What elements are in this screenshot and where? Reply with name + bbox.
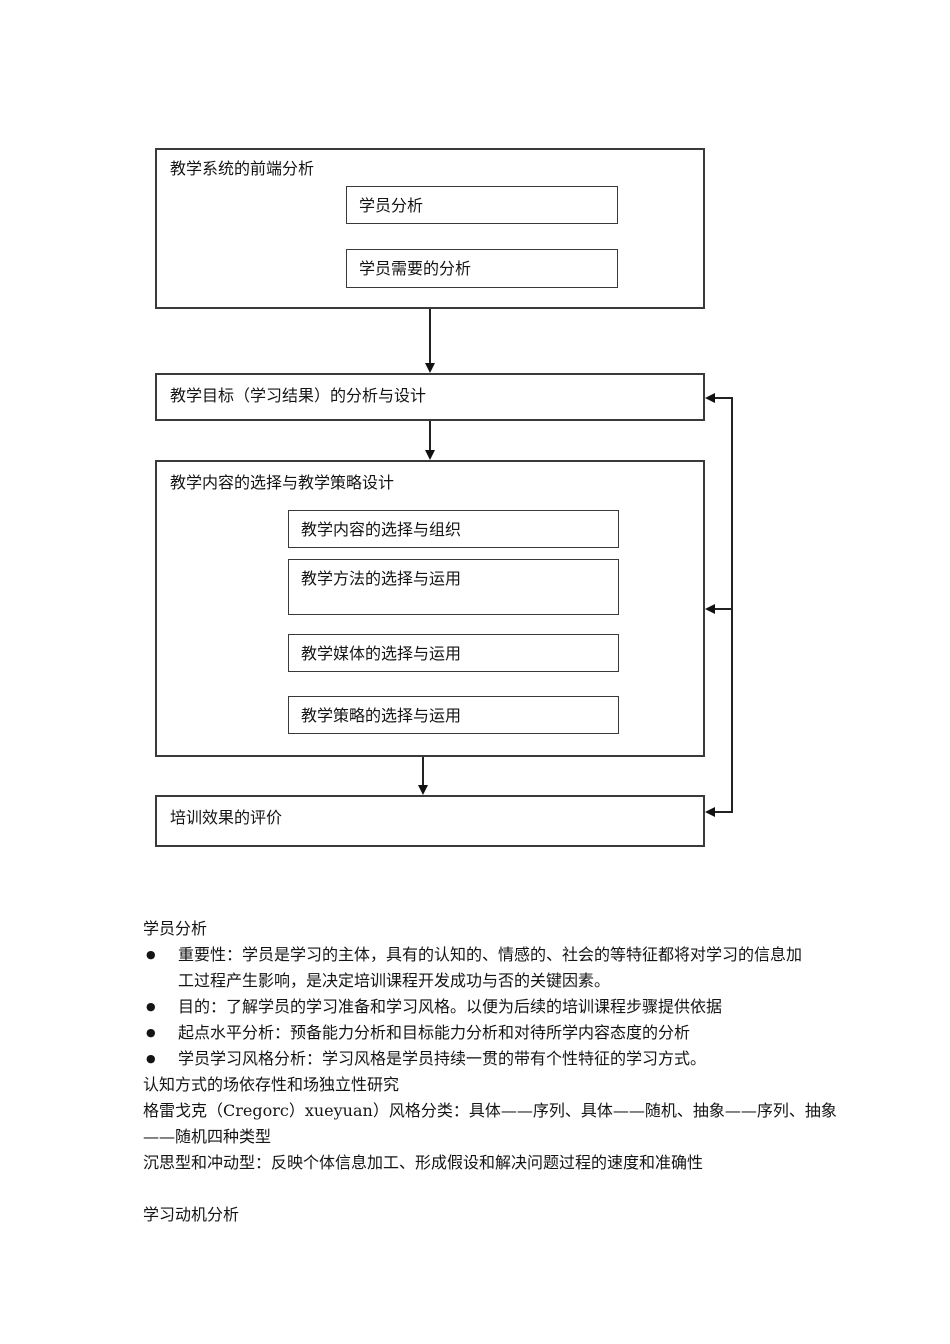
arrow-down-icon (425, 450, 435, 460)
box-objectives: 教学目标（学习结果）的分析与设计 (155, 373, 705, 421)
bullet-text-line: 学员学习风格分析：学习风格是学员持续一贯的带有个性特征的学习方式。 (178, 1049, 707, 1068)
bullet-text-line: 工过程产生影响，是决定培训课程开发成功与否的关键因素。 (178, 971, 611, 990)
feedback-line-vertical (731, 397, 733, 813)
box-label-learner: 学员分析 (359, 196, 424, 215)
feedback-line-to-objectives (713, 397, 732, 399)
bullet-icon: ● (146, 1052, 156, 1065)
bullet-text-line: 重要性：学员是学习的主体，具有的认知的、情感的、社会的等特征都将对学习的信息加 (178, 945, 803, 964)
box-learner-analysis: 学员分析 (346, 186, 618, 224)
box-label-teaching-method: 教学方法的选择与运用 (301, 569, 462, 588)
bullet-item-learning-style: ● 学员学习风格分析：学习风格是学员持续一贯的带有个性特征的学习方式。 (143, 1046, 843, 1072)
box-label-content-strategy: 教学内容的选择与教学策略设计 (170, 473, 395, 492)
box-label-content-organization: 教学内容的选择与组织 (301, 520, 462, 539)
paragraph-line: 格雷戈克（Cregorc）xueyuan）风格分类：具体——序列、具体——随机、… (143, 1101, 837, 1120)
paragraph-line: ——随机四种类型 (143, 1127, 272, 1146)
bullet-text-line: 目的：了解学员的学习准备和学习风格。以便为后续的培训课程步骤提供依据 (178, 997, 723, 1016)
box-evaluation: 培训效果的评价 (155, 795, 705, 847)
arrow-down-icon (418, 785, 428, 795)
connector-front-end-to-objectives (429, 309, 431, 364)
connector-content-to-evaluation (422, 757, 424, 786)
box-label-learner-needs: 学员需要的分析 (359, 259, 472, 278)
bullet-icon: ● (146, 1000, 156, 1013)
feedback-line-to-evaluation (713, 811, 732, 813)
paragraph-gregorc-classification: 格雷戈克（Cregorc）xueyuan）风格分类：具体——序列、具体——随机、… (143, 1098, 843, 1150)
box-teaching-media: 教学媒体的选择与运用 (288, 634, 619, 672)
box-learner-needs: 学员需要的分析 (346, 249, 618, 288)
bullet-item-importance: ● 重要性：学员是学习的主体，具有的认知的、情感的、社会的等特征都将对学习的信息… (143, 942, 843, 994)
blank-line (143, 1176, 843, 1202)
box-content-strategy: 教学内容的选择与教学策略设计 教学内容的选择与组织 教学方法的选择与运用 教学媒… (155, 460, 705, 757)
box-label-evaluation: 培训效果的评价 (170, 808, 283, 827)
box-label-objectives: 教学目标（学习结果）的分析与设计 (170, 386, 427, 405)
bullet-icon: ● (146, 1026, 156, 1039)
bullet-item-entry-level: ● 起点水平分析：预备能力分析和目标能力分析和对待所学内容态度的分析 (143, 1020, 843, 1046)
connector-objectives-to-content (429, 421, 431, 451)
box-label-teaching-strategy: 教学策略的选择与运用 (301, 706, 462, 725)
arrow-left-icon (705, 393, 715, 403)
box-teaching-method: 教学方法的选择与运用 (288, 559, 619, 615)
notes-section: 学员分析 ● 重要性：学员是学习的主体，具有的认知的、情感的、社会的等特征都将对… (143, 916, 843, 1228)
bullet-item-purpose: ● 目的：了解学员的学习准备和学习风格。以便为后续的培训课程步骤提供依据 (143, 994, 843, 1020)
box-label-front-end: 教学系统的前端分析 (170, 159, 315, 178)
section-heading-learner-analysis: 学员分析 (143, 919, 208, 938)
box-teaching-strategy: 教学策略的选择与运用 (288, 696, 619, 734)
bullet-icon: ● (146, 948, 156, 961)
section-heading-motivation-analysis: 学习动机分析 (143, 1205, 240, 1224)
feedback-line-to-content (713, 608, 732, 610)
paragraph-cognitive-style: 认知方式的场依存性和场独立性研究 (143, 1075, 400, 1094)
arrow-left-icon (705, 604, 715, 614)
paragraph-reflective-impulsive: 沉思型和冲动型：反映个体信息加工、形成假设和解决问题过程的速度和准确性 (143, 1153, 704, 1172)
box-front-end-analysis: 教学系统的前端分析 学员分析 学员需要的分析 (155, 148, 705, 309)
box-content-organization: 教学内容的选择与组织 (288, 510, 619, 548)
box-label-teaching-media: 教学媒体的选择与运用 (301, 644, 462, 663)
bullet-text-line: 起点水平分析：预备能力分析和目标能力分析和对待所学内容态度的分析 (178, 1023, 691, 1042)
arrow-down-icon (425, 363, 435, 373)
arrow-left-icon (705, 807, 715, 817)
